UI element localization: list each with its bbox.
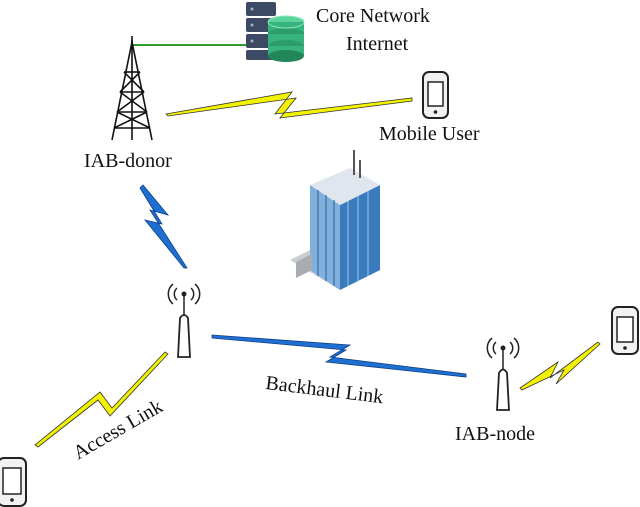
iab-node-label: IAB-node bbox=[455, 423, 535, 445]
cell-tower-icon bbox=[111, 36, 153, 141]
radio-antenna-icon bbox=[167, 283, 201, 358]
mobile-user-label: Mobile User bbox=[379, 123, 480, 145]
office-building-icon bbox=[290, 150, 380, 290]
radio-antenna-icon-right bbox=[486, 337, 520, 411]
mobile-phone-icon-right bbox=[611, 306, 639, 355]
backhaul-link-bolt-donor bbox=[139, 184, 188, 269]
access-link-bolt-donor-mobile bbox=[165, 91, 413, 119]
core-network-wire bbox=[131, 40, 248, 46]
access-link-bolt-right bbox=[519, 341, 601, 391]
iab-donor-label: IAB-donor bbox=[84, 150, 172, 172]
internet-label: Internet bbox=[346, 33, 409, 55]
backhaul-link-bolt bbox=[211, 334, 467, 378]
access-link-bolt-left bbox=[34, 351, 169, 448]
mobile-phone-icon bbox=[422, 71, 449, 119]
server-database-icon bbox=[246, 2, 305, 62]
core-network-label: Core Network bbox=[316, 5, 430, 27]
mobile-phone-icon-bottom-left bbox=[0, 457, 27, 507]
